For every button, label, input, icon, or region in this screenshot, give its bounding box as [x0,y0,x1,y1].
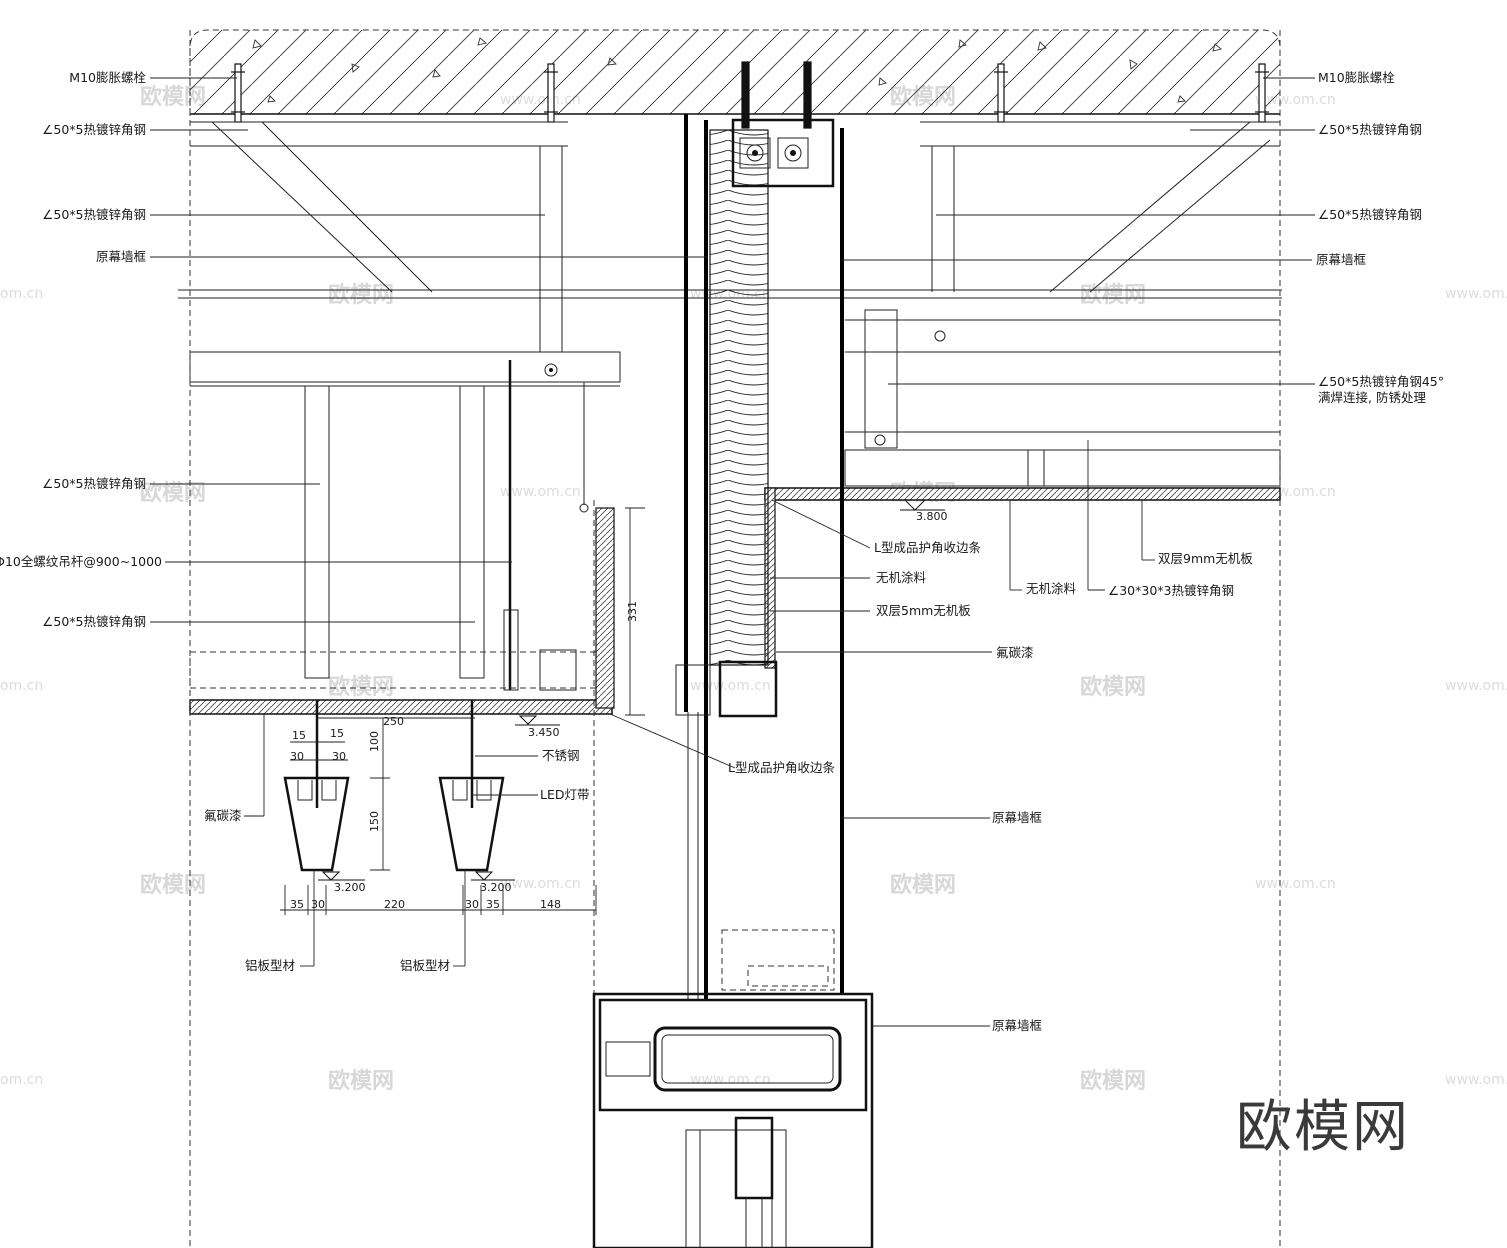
dim-30b: 30 [332,750,346,763]
label-angle-45-line1: ∠50*5热镀锌角钢45° [1318,374,1444,389]
label-led-strip: LED灯带 [540,787,590,802]
svg-text:om.cn: om.cn [0,678,43,694]
svg-text:欧模网: 欧模网 [1080,1068,1146,1094]
svg-text:www.om.cn: www.om.cn [1445,286,1507,302]
elevation-markers [318,499,945,881]
svg-text:欧模网: 欧模网 [140,872,206,898]
leader-lines [150,77,1315,1027]
svg-text:om.cn: om.cn [0,286,43,302]
elevation-3800: 3.800 [916,510,948,523]
label-angle-mid-left: ∠50*5热镀锌角钢 [42,207,146,222]
svg-text:www.om.cn: www.om.cn [1445,678,1507,694]
label-angle-45-line2: 满焊连接, 防锈处理 [1318,390,1426,405]
concrete-slab [189,29,1281,115]
label-alu-profile-2: 铝板型材 [400,958,450,973]
svg-text:om.cn: om.cn [0,1072,43,1088]
label-angle-top-right: ∠50*5热镀锌角钢 [1318,122,1422,137]
label-alu-profile-1: 铝板型材 [245,958,295,973]
label-frame-right: 原幕墙框 [1316,252,1367,267]
label-stainless: 不锈钢 [542,748,580,763]
bottom-transom [592,992,874,1248]
label-bolt-right: M10膨胀螺栓 [1318,70,1395,85]
dim-b30a: 30 [311,898,325,911]
svg-text:欧模网: 欧模网 [890,872,956,898]
svg-text:www.om.cn: www.om.cn [690,1072,771,1088]
label-angle-top-left: ∠50*5热镀锌角钢 [42,122,146,137]
label-l-trim-1: L型成品护角收边条 [874,540,981,555]
elevation-values: 3.800 3.450 3.200 3.200 [334,510,948,894]
label-l-trim-2: L型成品护角收边条 [728,760,835,775]
label-inorganic-coating-1: 无机涂料 [876,570,927,585]
svg-text:www.om.cn: www.om.cn [1255,876,1336,892]
label-frame-left: 原幕墙框 [96,249,147,264]
label-double-9mm: 双层9mm无机板 [1158,551,1253,566]
svg-text:欧模网: 欧模网 [1080,282,1146,308]
dim-b35b: 35 [486,898,500,911]
label-hanger-rod: Φ10全螺纹吊杆@900~1000 [0,554,162,569]
label-inorganic-coating-2: 无机涂料 [1026,581,1077,596]
dim-150: 150 [368,811,381,832]
dim-100: 100 [368,731,381,752]
dim-b220: 220 [384,898,405,911]
label-fluorocarbon-right: 氟碳漆 [996,645,1034,660]
dim-250: 250 [383,715,404,728]
elevation-3200-b: 3.200 [480,881,512,894]
svg-text:欧模网: 欧模网 [328,282,394,308]
svg-text:www.om.cn: www.om.cn [1445,1072,1507,1088]
annotation-labels: M10膨胀螺栓 M10膨胀螺栓 ∠50*5热镀锌角钢 ∠50*5热镀锌角钢 ∠5… [0,70,1444,1033]
svg-text:www.om.cn: www.om.cn [500,876,581,892]
svg-text:欧模网: 欧模网 [328,1068,394,1094]
brand-logo: 欧模网 [1236,1095,1410,1160]
label-fluorocarbon-left: 氟碳漆 [204,808,242,823]
svg-text:www.om.cn: www.om.cn [690,678,771,694]
label-frame-mid: 原幕墙框 [992,810,1043,825]
elevation-3200-a: 3.200 [334,881,366,894]
label-frame-bottom: 原幕墙框 [992,1018,1043,1033]
dimension-lines [280,507,645,915]
label-bolt-left: M10膨胀螺栓 [69,70,146,85]
dim-15b: 15 [330,727,344,740]
svg-text:欧模网: 欧模网 [328,674,394,700]
dimension-values: 331 250 15 15 30 30 100 150 35 30 220 30… [290,601,639,911]
dim-30a: 30 [290,750,304,763]
label-double-5mm: 双层5mm无机板 [876,603,971,618]
dim-b148: 148 [540,898,561,911]
label-angle-left-4: ∠50*5热镀锌角钢 [42,614,146,629]
svg-text:www.om.cn: www.om.cn [500,484,581,500]
label-angle-mid-right: ∠50*5热镀锌角钢 [1318,207,1422,222]
label-angle-30: ∠30*30*3热镀锌角钢 [1108,583,1234,598]
elevation-3450: 3.450 [528,726,560,739]
label-angle-left-3: ∠50*5热镀锌角钢 [42,476,146,491]
dim-15a: 15 [292,729,306,742]
dim-b35a: 35 [290,898,304,911]
dim-b30b: 30 [465,898,479,911]
svg-text:欧模网: 欧模网 [1080,674,1146,700]
dim-331: 331 [626,601,639,622]
curtain-wall-column [189,30,1281,1248]
